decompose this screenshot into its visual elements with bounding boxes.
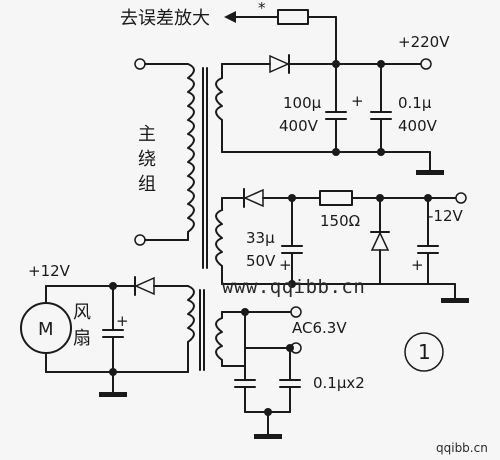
- ground-220v: [332, 148, 444, 175]
- vplus12-label: +12V: [28, 262, 71, 280]
- vminus12-label: -12V: [428, 207, 463, 225]
- capacitor-100u: [325, 63, 347, 153]
- rectifier-diode-220v: [269, 54, 337, 74]
- c1-voltage: 400V: [279, 117, 319, 135]
- corner-watermark: qqibb.cn: [436, 441, 488, 455]
- cap-pair-label: 0.1μx2: [313, 374, 365, 392]
- c1-value: 100μ: [283, 94, 322, 112]
- c3-value: 33μ: [246, 229, 275, 247]
- ac63-winding: [215, 311, 246, 367]
- feedback-resistor-star: *: [258, 0, 266, 17]
- ground-12v: [288, 280, 469, 303]
- primary-label-char-1: 主: [138, 124, 156, 145]
- transformer-core: [199, 67, 208, 371]
- motor-label: M: [38, 319, 54, 340]
- ac63-label: AC6.3V: [292, 319, 347, 337]
- capacitor-12v-filter: [417, 197, 439, 285]
- figure-number-badge: [404, 332, 444, 372]
- secondary-12v-winding: [215, 197, 456, 285]
- c2-value: 0.1μ: [398, 94, 432, 112]
- rectifier-diode-fan: [45, 276, 169, 296]
- ground-fan: [99, 368, 127, 397]
- r150-label: 150Ω: [320, 212, 360, 230]
- secondary-220v-winding: [215, 63, 337, 153]
- fan-char-2: 扇: [73, 328, 91, 349]
- error-amp-feedback-line: [224, 9, 337, 64]
- c5-plus: +: [116, 312, 129, 330]
- figure-number: 1: [418, 340, 431, 364]
- c4-plus: +: [411, 256, 424, 274]
- c3-voltage: 50V: [246, 252, 276, 270]
- rectifier-diode-12v: [243, 188, 321, 208]
- c3-plus: +: [279, 256, 292, 274]
- watermark-url: www.qqibb.cn: [222, 276, 365, 298]
- fan-motor: [20, 285, 72, 373]
- primary-label-char-2: 绕: [138, 149, 156, 170]
- resistor-150-ohm: [319, 190, 467, 206]
- error-amp-label: 去误差放大: [120, 8, 210, 29]
- capacitor-pair: [234, 311, 301, 439]
- capacitor-0-1u: [370, 63, 392, 153]
- v220-label: +220V: [398, 33, 450, 51]
- c1-plus: +: [351, 92, 364, 110]
- primary-label-char-3: 组: [138, 174, 156, 195]
- capacitor-fan: [102, 285, 124, 373]
- primary-winding: [134, 58, 195, 246]
- c2-voltage: 400V: [398, 117, 438, 135]
- zener-diode: [370, 197, 390, 285]
- fan-char-1: 风: [73, 302, 91, 323]
- capacitor-33u: [281, 197, 303, 285]
